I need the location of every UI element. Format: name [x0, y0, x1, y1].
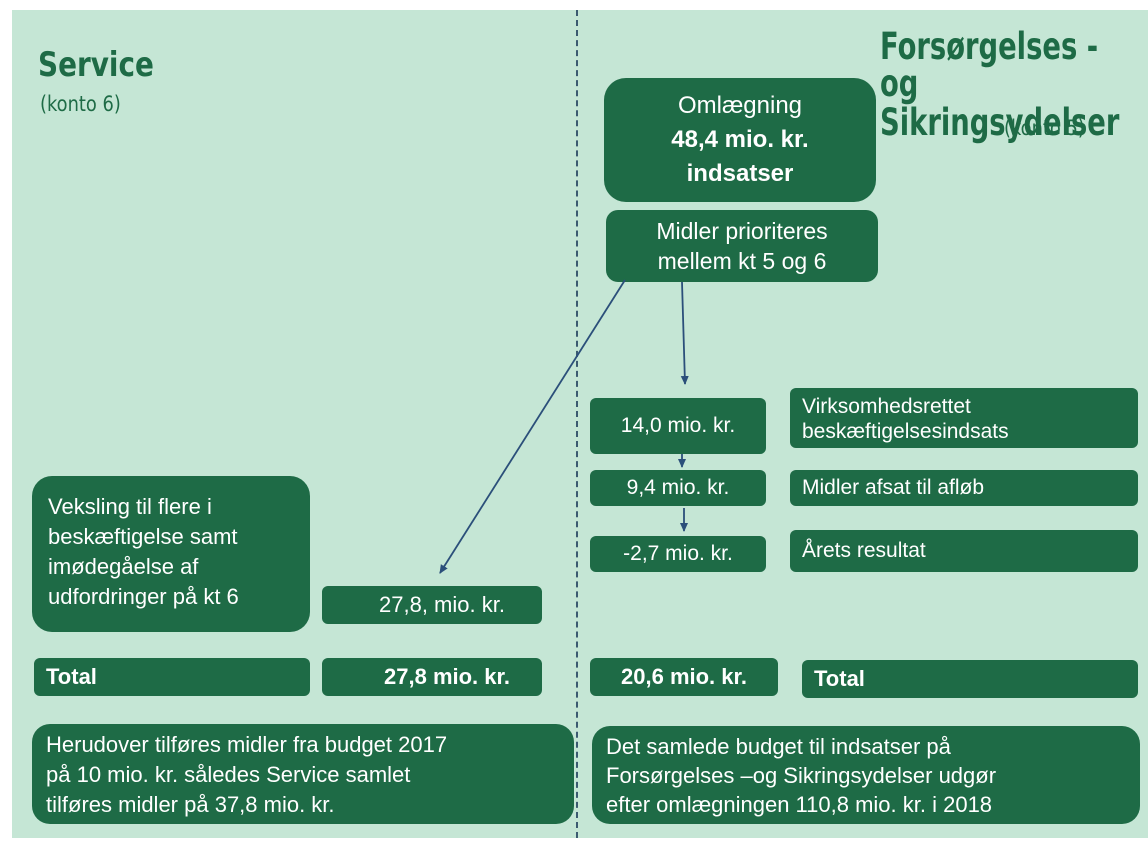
- veksling-line3: imødegåelse af: [48, 554, 199, 579]
- row1-label-line1: Virksomhedsrettet: [802, 395, 971, 418]
- forsorgelses-title: Forsørgelses -og Sikringsydelser: [880, 28, 1119, 141]
- veksling-box: Veksling til flere i beskæftigelse samt …: [32, 476, 310, 632]
- forsorgelses-note-box: Det samlede budget til indsatser på Fors…: [592, 726, 1140, 824]
- prioriteres-box: Midler prioriteres mellem kt 5 og 6: [606, 210, 878, 282]
- center-divider: [576, 10, 578, 838]
- row3-value-box: -2,7 mio. kr.: [590, 536, 766, 572]
- omlaegning-box: Omlægning 48,4 mio. kr. indsatser: [604, 78, 876, 202]
- service-note-box: Herudover tilføres midler fra budget 201…: [32, 724, 574, 824]
- row3-value: -2,7 mio. kr.: [623, 542, 733, 565]
- forsorgelses-total-value-box: 20,6 mio. kr.: [590, 658, 778, 696]
- service-amount-box: 27,8, mio. kr.: [322, 586, 542, 624]
- omlaegning-amount: 48,4 mio. kr.: [671, 126, 809, 153]
- row1-label-box: Virksomhedsrettet beskæftigelsesindsats: [790, 388, 1138, 448]
- omlaegning-line1: Omlægning: [677, 92, 803, 119]
- row2-value-box: 9,4 mio. kr.: [590, 470, 766, 506]
- forsorgelses-note-line3: efter omlægningen 110,8 mio. kr. i 2018: [606, 792, 993, 817]
- forsorgelses-note-line2: Forsørgelses –og Sikringsydelser udgør: [606, 763, 997, 788]
- service-title: Service: [38, 45, 154, 85]
- service-subtitle: (konto 6): [40, 92, 121, 116]
- service-note-line1: Herudover tilføres midler fra budget 201…: [46, 732, 448, 757]
- forsorgelses-note-line1: Det samlede budget til indsatser på: [606, 734, 951, 759]
- row2-label-box: Midler afsat til afløb: [790, 470, 1138, 506]
- veksling-line1: Veksling til flere i: [48, 494, 212, 519]
- row2-value: 9,4 mio. kr.: [626, 476, 730, 499]
- row1-value-box: 14,0 mio. kr.: [590, 398, 766, 454]
- forsorgelses-total-label: Total: [814, 666, 865, 691]
- row1-value: 14,0 mio. kr.: [620, 414, 736, 437]
- service-note-line2: på 10 mio. kr. således Service samlet: [46, 762, 411, 787]
- service-total-value: 27,8 mio. kr.: [384, 664, 510, 689]
- service-total-label: Total: [46, 664, 97, 689]
- veksling-line4: udfordringer på kt 6: [48, 584, 239, 609]
- connector-arrows: [439, 279, 689, 574]
- service-note-line3: tilføres midler på 37,8 mio. kr.: [46, 792, 335, 817]
- service-amount: 27,8, mio. kr.: [379, 592, 505, 617]
- prioriteres-line2: mellem kt 5 og 6: [657, 248, 827, 274]
- prioriteres-line1: Midler prioriteres: [656, 218, 828, 244]
- forsorgelses-subtitle: (konto 5): [1004, 116, 1085, 140]
- row3-label: Årets resultat: [802, 539, 926, 562]
- forsorgelses-total-label-box: Total: [802, 660, 1138, 698]
- veksling-line2: beskæftigelse samt: [48, 524, 238, 549]
- service-total-value-box: 27,8 mio. kr.: [322, 658, 542, 696]
- forsorgelses-title-line1: Forsørgelses -og: [880, 25, 1099, 105]
- omlaegning-line3: indsatser: [686, 160, 794, 187]
- arrow-to-row1: [680, 281, 689, 385]
- service-total-label-box: Total: [34, 658, 310, 696]
- forsorgelses-title-line2: Sikringsydelser: [880, 101, 1120, 144]
- arrow-to-service: [439, 279, 626, 574]
- row3-label-box: Årets resultat: [790, 530, 1138, 572]
- row1-label-line2: beskæftigelsesindsats: [802, 420, 1009, 443]
- diagram-canvas: Service (konto 6) Forsørgelses -og Sikri…: [12, 10, 1148, 838]
- forsorgelses-total-value: 20,6 mio. kr.: [621, 664, 747, 689]
- row2-label: Midler afsat til afløb: [802, 476, 985, 499]
